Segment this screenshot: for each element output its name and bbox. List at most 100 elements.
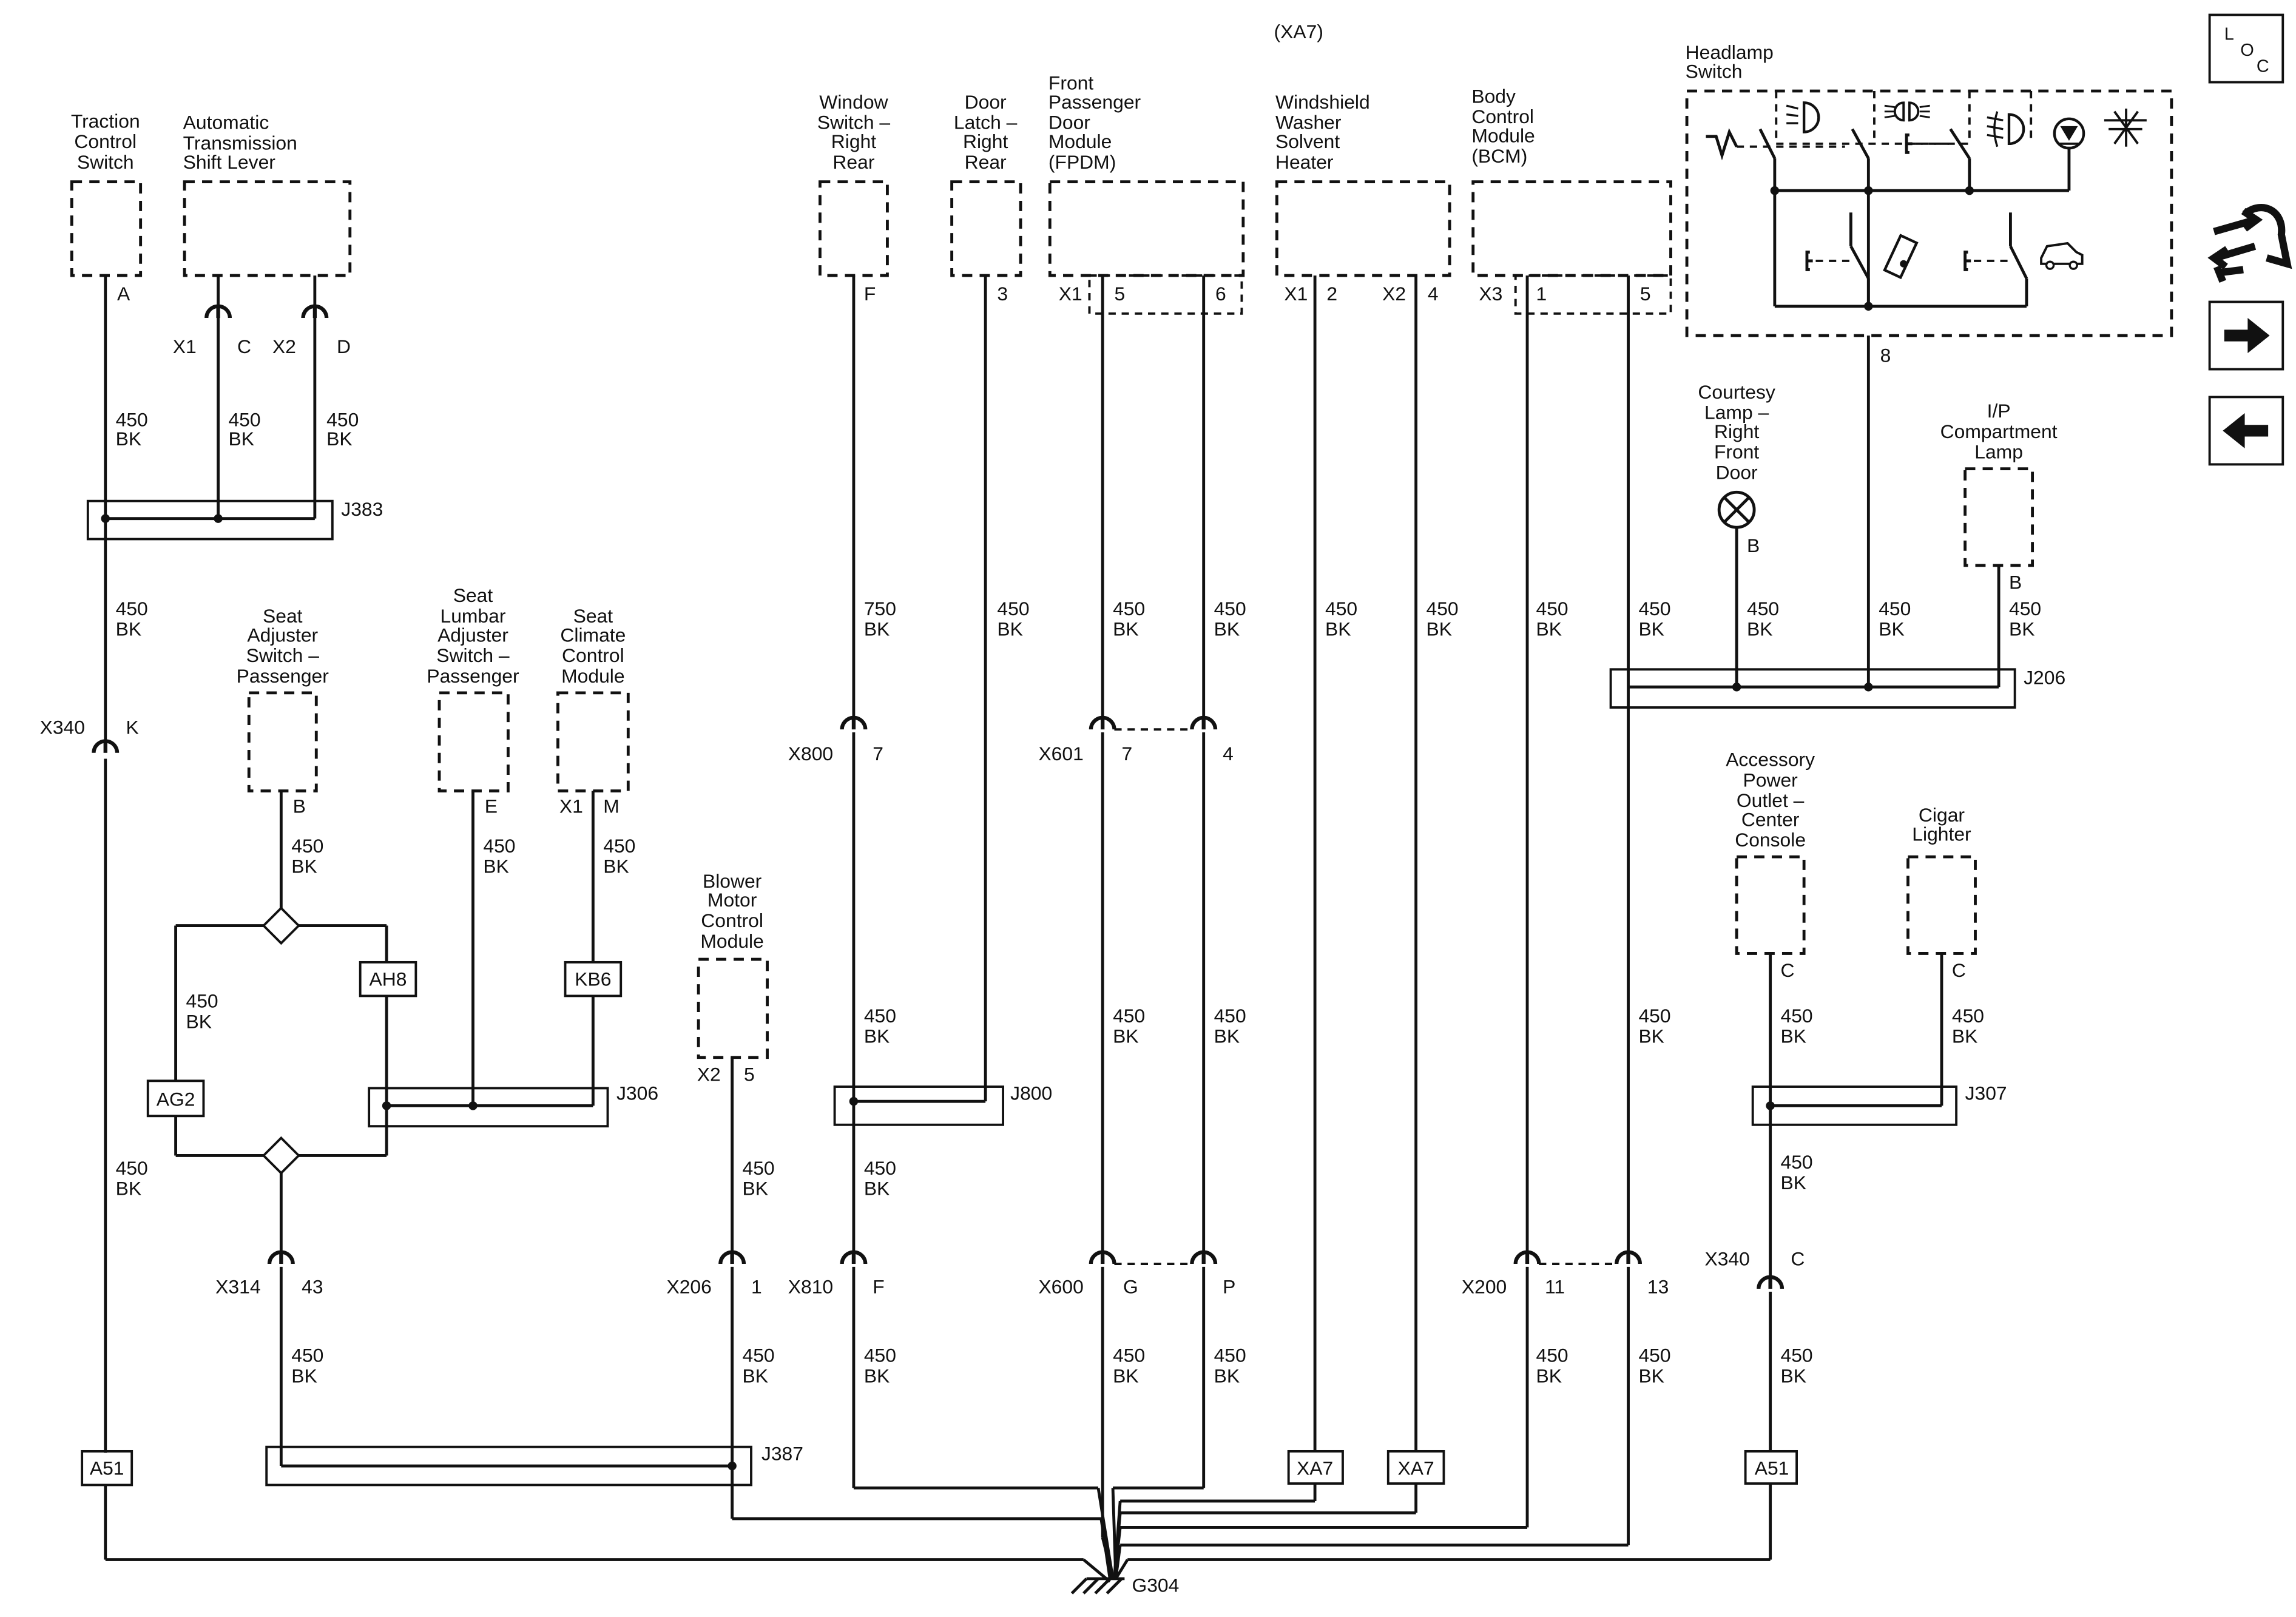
pin-label: 1 [1536, 283, 1547, 305]
connector-x601: X601 7 4 [1038, 718, 1234, 765]
wires [104, 275, 2001, 1583]
connector-x810: X810 F [788, 1252, 885, 1297]
ground-g304: G304 [1070, 1575, 1179, 1596]
svg-text:Shift Lever: Shift Lever [183, 151, 276, 173]
svg-text:450: 450 [864, 1005, 896, 1027]
svg-text:450: 450 [1214, 598, 1246, 619]
svg-text:BK: BK [1214, 1365, 1240, 1387]
courtesy-lamp-label: Courtesy Lamp – Right Front Door [1698, 381, 1775, 484]
connector-x800: X800 7 [788, 718, 883, 765]
shift-lever [183, 180, 352, 277]
arrow-left-icon [2223, 413, 2269, 448]
svg-text:X200: X200 [1462, 1275, 1507, 1297]
svg-text:Automatic: Automatic [183, 112, 269, 133]
pin-label: 2 [1326, 283, 1337, 305]
svg-text:Lamp –: Lamp – [1704, 402, 1769, 424]
svg-text:Lumbar: Lumbar [440, 605, 505, 627]
prev-page-button[interactable] [2208, 396, 2284, 466]
svg-text:450: 450 [116, 409, 148, 431]
svg-text:AG2: AG2 [157, 1088, 195, 1110]
svg-text:BK: BK [1427, 618, 1452, 640]
svg-text:Control: Control [74, 130, 137, 152]
svg-text:Body: Body [1471, 85, 1516, 107]
connector-x200: X200 11 13 [1462, 1252, 1669, 1297]
svg-text:X810: X810 [788, 1275, 833, 1297]
svg-text:Courtesy: Courtesy [1698, 381, 1775, 403]
pin-label: B [293, 795, 306, 817]
pin-label: E [485, 795, 498, 817]
svg-text:450: 450 [997, 598, 1029, 619]
blower-label: Blower Motor Control Module [700, 870, 763, 952]
svg-text:450: 450 [1113, 1345, 1145, 1366]
svg-text:Solvent: Solvent [1275, 130, 1340, 152]
bcm-x3-connector [1514, 274, 1672, 315]
svg-text:Passenger: Passenger [1048, 91, 1141, 113]
svg-text:BK: BK [326, 428, 352, 450]
svg-text:450: 450 [1781, 1345, 1813, 1366]
pin-label: C [1781, 959, 1795, 981]
pin-label: C [1952, 959, 1966, 981]
pin-label: B [1747, 535, 1760, 556]
svg-text:Window: Window [819, 91, 888, 113]
svg-text:Module: Module [561, 665, 624, 687]
svg-text:I/P: I/P [1987, 400, 2011, 422]
fpdm [1048, 180, 1245, 277]
svg-text:4: 4 [1223, 743, 1234, 765]
pin-label: 8 [1880, 344, 1891, 366]
svg-text:Front: Front [1048, 72, 1093, 94]
splice-j206: J206 [1609, 666, 2065, 709]
headlamp-low-beam-icon [1786, 101, 1820, 133]
option-note-xa7: (XA7) [1274, 21, 1323, 42]
pin-label: F [864, 283, 876, 305]
svg-text:J307: J307 [1965, 1082, 2007, 1104]
svg-text:Console: Console [1735, 829, 1806, 851]
svg-text:Traction: Traction [71, 110, 140, 132]
svg-text:Door: Door [1716, 462, 1758, 484]
svg-text:450: 450 [483, 835, 515, 857]
shift-x1-connector [206, 306, 230, 318]
svg-text:Cigar: Cigar [1919, 804, 1965, 826]
svg-text:450: 450 [1638, 1345, 1670, 1366]
svg-text:450: 450 [1781, 1151, 1813, 1173]
svg-text:Rear: Rear [965, 151, 1007, 173]
shift-x2-connector [303, 306, 327, 318]
pin-label: X2 [697, 1063, 721, 1085]
svg-text:Washer: Washer [1275, 112, 1342, 133]
dimmer-icon [2053, 117, 2085, 150]
svg-text:BK: BK [1781, 1025, 1806, 1047]
option-ah8: AH8 [359, 960, 417, 998]
accessory-outlet-label: Accessory Power Outlet – Center Console [1726, 749, 1815, 851]
svg-text:BK: BK [291, 856, 317, 877]
service-info-button[interactable] [2207, 204, 2292, 283]
svg-text:450: 450 [1427, 598, 1459, 619]
svg-text:Compartment: Compartment [1940, 420, 2058, 442]
svg-text:Switch –: Switch – [817, 112, 891, 133]
pin-label: X1 [559, 795, 583, 817]
svg-text:450: 450 [116, 1157, 148, 1179]
svg-text:450: 450 [1781, 1005, 1813, 1027]
splice-j383: J383 [86, 498, 383, 541]
door-latch [950, 180, 1022, 277]
svg-text:Heater: Heater [1275, 151, 1334, 173]
svg-text:Control: Control [701, 910, 763, 931]
option-kb6: KB6 [564, 960, 623, 998]
svg-text:BK: BK [1536, 1365, 1562, 1387]
pin-label: D [337, 336, 351, 357]
loc-button[interactable]: L O C [2208, 13, 2284, 84]
svg-text:(BCM): (BCM) [1471, 145, 1527, 167]
window-switch [819, 180, 889, 277]
pin-label: X3 [1479, 283, 1502, 305]
svg-text:Door: Door [965, 91, 1007, 113]
svg-text:BK: BK [864, 618, 890, 640]
svg-text:Front: Front [1714, 441, 1759, 463]
svg-text:13: 13 [1647, 1275, 1669, 1297]
svg-text:BK: BK [864, 1025, 890, 1047]
cigar-lighter-label: Cigar Lighter [1912, 804, 1971, 845]
next-page-button[interactable] [2208, 300, 2284, 371]
svg-text:450: 450 [1952, 1005, 1984, 1027]
svg-text:BK: BK [116, 1178, 141, 1200]
svg-text:Climate: Climate [560, 624, 626, 646]
interior-lamp-icon [2104, 108, 2147, 147]
shift-lever-label: Automatic Transmission Shift Lever [183, 112, 297, 173]
door-ajar-icon [1883, 234, 1919, 280]
